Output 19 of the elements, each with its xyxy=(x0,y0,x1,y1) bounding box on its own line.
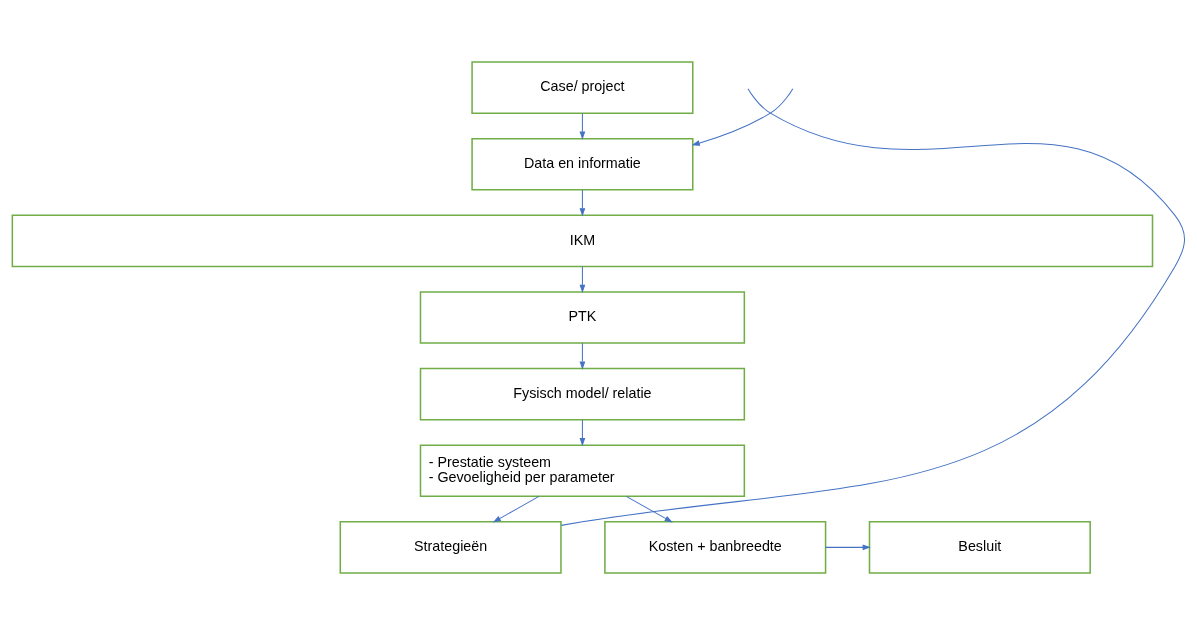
node-box: IKM xyxy=(11,214,1154,267)
arrow xyxy=(579,342,586,370)
node-box: Strategieën xyxy=(339,520,562,574)
arrow xyxy=(492,495,540,522)
connector xyxy=(560,87,1185,526)
node-box: - Prestatie systeem - Gevoeligheid per parameter xyxy=(419,443,746,497)
arrow xyxy=(579,265,586,293)
node-box: Fysisch model/ relatie xyxy=(419,367,746,420)
arrow xyxy=(579,189,586,216)
arrow xyxy=(691,87,794,146)
node-box: Kosten + banbreedte xyxy=(604,520,827,574)
node-box: Data en informatie xyxy=(471,137,694,191)
arrow xyxy=(579,418,586,446)
node-box: PTK xyxy=(419,290,746,344)
arrow xyxy=(625,495,673,522)
arrow xyxy=(579,112,586,140)
node-box: Case/ project xyxy=(471,60,694,114)
arrow xyxy=(825,544,871,550)
node-box: Besluit xyxy=(868,520,1091,574)
